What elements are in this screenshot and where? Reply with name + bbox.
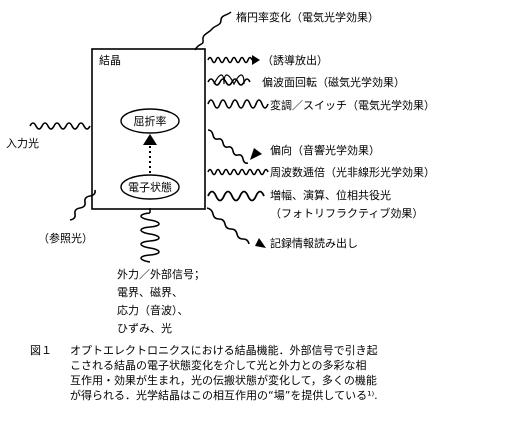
input-light-wave bbox=[29, 122, 91, 130]
output-amplification-label: 増幅、演算、位相共役光 bbox=[270, 189, 391, 202]
arrowhead bbox=[252, 55, 260, 65]
crystal-label: 結晶 bbox=[99, 54, 121, 67]
figure-number: 図１ bbox=[30, 344, 52, 357]
output-amplification-wave bbox=[207, 190, 265, 202]
external-force-coil bbox=[140, 212, 160, 263]
external-signal-line-1: 外力／外部信号； bbox=[117, 268, 205, 281]
output-stimulated-label: （誘導放出） bbox=[262, 54, 328, 67]
electron-state-label: 電子状態 bbox=[128, 181, 172, 194]
external-signal-line-4: ひずみ、光 bbox=[117, 322, 172, 335]
refractive-index-oval bbox=[120, 108, 180, 134]
output-readout-wave bbox=[206, 207, 250, 245]
reference-light-label: （参照光） bbox=[38, 232, 93, 245]
output-deflection-wave bbox=[207, 129, 249, 164]
output-rotation-coil bbox=[213, 74, 245, 86]
refractive-index-label: 屈折率 bbox=[133, 115, 167, 128]
output-stimulated-wave bbox=[207, 56, 253, 64]
output-modulation-label: 変調／スイッチ（電気光学効果） bbox=[270, 99, 435, 112]
output-ellipticity-label: 楕円率変化（電気光学効果） bbox=[236, 11, 379, 24]
arrowhead bbox=[255, 238, 266, 248]
output-ellipticity-wave bbox=[194, 11, 232, 51]
caption-line-3: 互作用・効果が生まれ，光の伝搬状態が変化して，多くの機能 bbox=[70, 374, 377, 387]
caption-line-2: こされる結晶の電子状態変化を介して光と外力との多彩な相 bbox=[70, 359, 367, 372]
input-light-label: 入力光 bbox=[6, 137, 39, 150]
external-signal-line-3: 応力（音波）、 bbox=[117, 304, 189, 317]
external-signal-line-2: 電界、磁界、 bbox=[117, 286, 183, 299]
output-rotation-label: 偏波面回転（磁気光学効果） bbox=[262, 76, 405, 89]
output-frequency-label: 周波数逓倍（光非線形光学効果） bbox=[270, 166, 435, 179]
arrowhead bbox=[250, 148, 262, 160]
output-deflection-label: 偏向（音響光学効果） bbox=[270, 144, 380, 157]
output-readout-label: 記録情報読み出し bbox=[270, 237, 358, 250]
state-change-arrowhead bbox=[143, 134, 157, 145]
output-frequency-wave bbox=[207, 168, 269, 176]
crystal-function-diagram bbox=[29, 11, 269, 263]
electron-state-oval bbox=[120, 174, 180, 200]
reference-light-wave bbox=[69, 189, 96, 221]
output-modulation-wave bbox=[207, 99, 269, 109]
caption-line-4: が得られる．光学結晶はこの相互作用の“場”を提供している¹⁾. bbox=[70, 389, 378, 402]
output-photorefractive-label: （フォトリフラクティブ効果） bbox=[270, 207, 424, 220]
caption-line-1: オプトエレクトロニクスにおける結晶機能．外部信号で引き起 bbox=[70, 344, 378, 357]
